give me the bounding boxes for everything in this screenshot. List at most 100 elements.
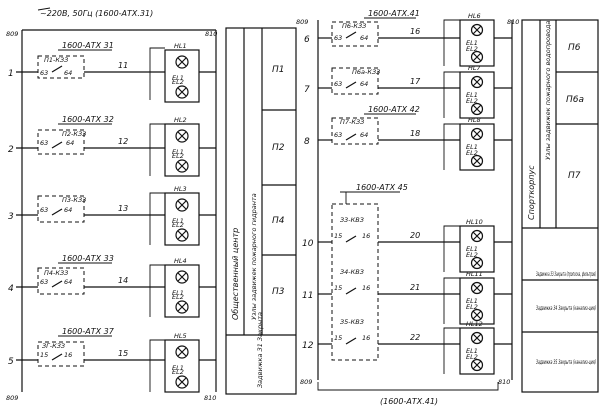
lamp-cross bbox=[472, 52, 482, 62]
contact-pin-2: 16 bbox=[362, 284, 370, 292]
relay-box bbox=[331, 117, 379, 145]
panel-lower-cell-2: Задвижка З4 Закрыта (канализ-ция) bbox=[536, 304, 596, 312]
wire-number: 13 bbox=[118, 204, 128, 213]
lamp-cross bbox=[177, 347, 187, 357]
right-circuit-6: 6 1600-АТХ.41 П6-КЗЗ 63 64 16 bbox=[304, 9, 460, 47]
wire-number: 17 bbox=[410, 77, 421, 86]
contact-pin-1: 15 bbox=[334, 284, 342, 292]
lamp-el1-label: EL1 bbox=[172, 74, 184, 82]
lamp-el2-label: EL2 bbox=[172, 152, 184, 160]
contact-label: П2-КЗЗ bbox=[62, 130, 86, 138]
relay-label: 1600-АТХ 42 bbox=[368, 105, 420, 114]
lamp-el2-icon bbox=[175, 375, 189, 389]
right-bus-809-label: 809 bbox=[296, 18, 308, 26]
right-bus-810-label: 810 bbox=[507, 18, 519, 26]
lamp-el1-label: EL1 bbox=[466, 297, 478, 305]
lamp-label: HL8 bbox=[468, 116, 481, 124]
supply-label: ~220В, 50Гц (1600-АТХ.31) bbox=[40, 9, 153, 18]
lamp-cross bbox=[177, 302, 187, 312]
lamp-cross bbox=[472, 310, 482, 320]
lamp-label: HL12 bbox=[466, 320, 483, 328]
wire-number: 11 bbox=[118, 61, 128, 70]
lamp-box bbox=[459, 327, 495, 375]
contact-label: П6-КЗЗ bbox=[342, 22, 366, 30]
lamp-box bbox=[164, 264, 200, 318]
line-number: 5 bbox=[8, 357, 14, 367]
lamp-box bbox=[459, 19, 495, 67]
relay-label: 1600-АТХ 31 bbox=[62, 41, 114, 50]
wire-number: 21 bbox=[410, 283, 420, 292]
lamp-el1-icon bbox=[470, 229, 484, 243]
lamp-label: HL11 bbox=[466, 270, 483, 278]
contact-pin-1: 63 bbox=[40, 69, 48, 77]
lamp-el1-label: EL1 bbox=[172, 289, 184, 297]
lamp-el2-label: EL2 bbox=[172, 78, 184, 86]
line-number: 2 bbox=[8, 145, 14, 155]
left-bus-810-label: 810 bbox=[205, 30, 217, 38]
relay-label: 1600-АТХ 32 bbox=[62, 115, 114, 124]
lamp-el1-label: EL1 bbox=[172, 148, 184, 156]
contact-pin-2: 64 bbox=[64, 206, 72, 214]
line-number: 6 bbox=[304, 35, 310, 45]
lamp-el2-icon bbox=[470, 102, 484, 116]
relay-box bbox=[331, 67, 379, 95]
lamp-box bbox=[164, 192, 200, 246]
contact-pin-2: 64 bbox=[360, 34, 368, 42]
lamp-box bbox=[164, 123, 200, 177]
line-number: 8 bbox=[304, 137, 310, 147]
panel-lower-cell-1: Задвижка З3 Закрыта (пропоска, фильтров) bbox=[536, 270, 596, 278]
bottom-bus-809-label: 809 bbox=[300, 378, 312, 386]
bottom-bus-810-label: 810 bbox=[498, 378, 510, 386]
right-lamp-hl12: HL12 EL1 EL2 bbox=[459, 320, 512, 375]
contact-pin-1: 63 bbox=[334, 80, 342, 88]
left-lamp-hl3: HL3 EL1 EL2 bbox=[164, 185, 216, 246]
bracket-4 bbox=[149, 264, 165, 317]
bracket-1 bbox=[149, 47, 165, 100]
panel-bottom-cell: Задвижка З1 Закрыта bbox=[256, 312, 264, 388]
lamp-el1-icon bbox=[470, 281, 484, 295]
relay-box bbox=[37, 341, 85, 367]
contact-label: П6а-КЗЗ bbox=[352, 68, 380, 76]
left-panel-frame bbox=[225, 27, 297, 395]
lamp-cross bbox=[177, 230, 187, 240]
relay-group-label: 1600-АТХ 45 bbox=[356, 183, 408, 192]
contact-label: З4-КВЗ bbox=[340, 268, 364, 276]
lamp-cross bbox=[472, 231, 482, 241]
panel-vertical-title: Общественный центр bbox=[231, 228, 240, 320]
lamp-el2-label: EL2 bbox=[466, 45, 478, 53]
relay-box bbox=[37, 267, 85, 295]
switch-contact bbox=[345, 81, 357, 89]
right-lamp-hl8: HL8 EL1 EL2 bbox=[459, 116, 512, 171]
lamp-label: HL3 bbox=[174, 185, 187, 193]
contact-pin-1: 63 bbox=[40, 278, 48, 286]
left-circuit-4: 4 1600-АТХ 33 П4-КЗЗ 63 64 14 bbox=[8, 254, 165, 295]
panel-cell-p3: П3 bbox=[272, 287, 285, 297]
right-panel: Спорткорпус Узлы задвижек пожарного водо… bbox=[521, 19, 599, 393]
lamp-el1-icon bbox=[175, 270, 189, 284]
relay-label: 1600-АТХ 37 bbox=[62, 327, 115, 336]
wire-number: 16 bbox=[410, 27, 420, 36]
left-bus-809-bottom-label: 809 bbox=[6, 394, 18, 402]
lamp-label: HL6 bbox=[468, 12, 481, 20]
panel-vertical-title: Спорткорпус bbox=[527, 165, 536, 220]
left-lamp-hl1: HL1 EL1 EL2 bbox=[164, 42, 216, 103]
lamp-cross bbox=[472, 104, 482, 114]
lamp-cross bbox=[177, 161, 187, 171]
lamp-box bbox=[459, 71, 495, 119]
lamp-el2-label: EL2 bbox=[466, 149, 478, 157]
bottom-bracket bbox=[317, 382, 499, 391]
line-number: 4 bbox=[8, 284, 14, 294]
wire-number: 14 bbox=[118, 276, 128, 285]
relay-box bbox=[331, 21, 379, 47]
lamp-el1-label: EL1 bbox=[466, 143, 478, 151]
lamp-box bbox=[459, 277, 495, 325]
switch-contact bbox=[51, 141, 63, 149]
lamp-el1-icon bbox=[175, 198, 189, 212]
lamp-cross bbox=[472, 258, 482, 268]
lamp-label: HL7 bbox=[468, 64, 482, 72]
lamp-el1-label: EL1 bbox=[466, 91, 478, 99]
right-circuit-8: 8 1600-АТХ 42 П7-КЗЗ 63 64 18 bbox=[304, 105, 460, 147]
line-number: 1 bbox=[8, 69, 14, 79]
lamp-el2-icon bbox=[470, 50, 484, 64]
